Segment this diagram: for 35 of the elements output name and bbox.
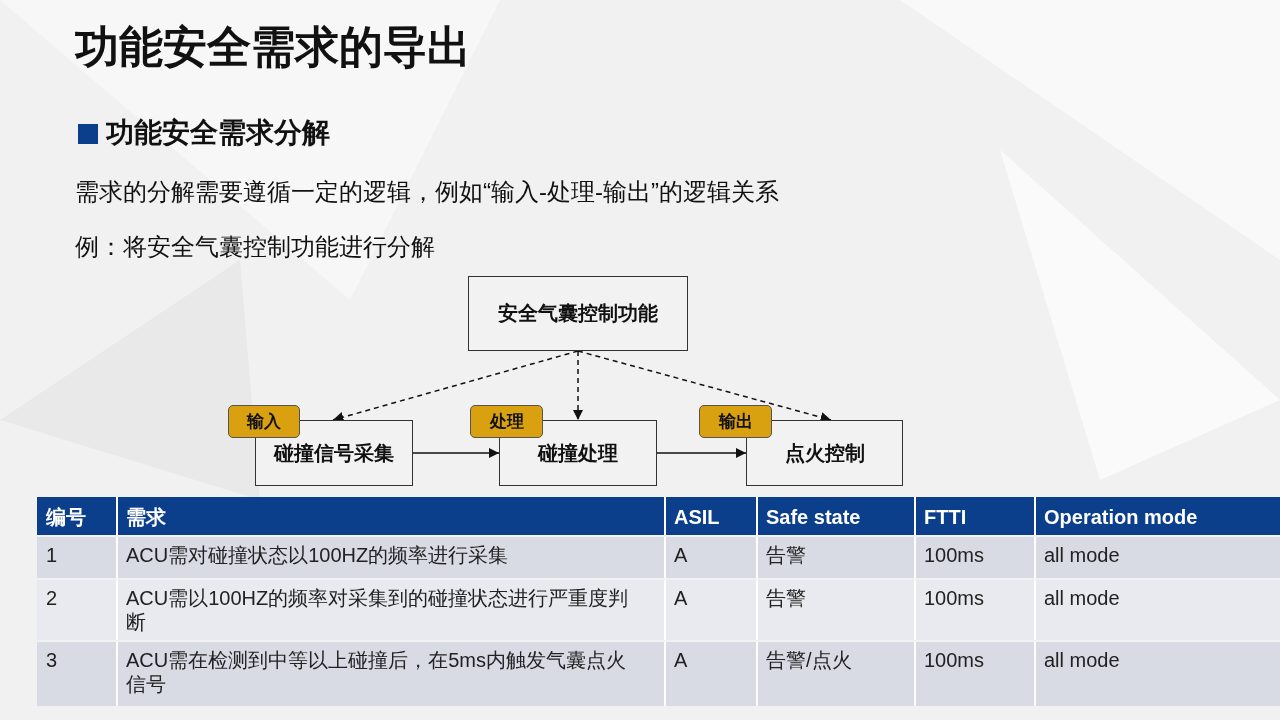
stage-tag: 输出: [699, 405, 772, 438]
table-cell-text: all mode: [1043, 543, 1121, 568]
table-cell-text: 100ms: [923, 543, 986, 568]
table-cell-text: 3: [45, 648, 59, 673]
table-cell-text: 2: [45, 586, 59, 611]
arrow: [572, 350, 584, 421]
column-header: ASIL: [673, 505, 721, 530]
stage-tag: 输入: [228, 405, 300, 438]
table-cell-text: all mode: [1043, 648, 1121, 673]
table-cell-text: 1: [45, 543, 59, 568]
table-cell-text: 告警/点火: [765, 648, 853, 673]
table-cell-text: ACU需对碰撞状态以100HZ的频率进行采集: [125, 543, 510, 568]
table-cell-text: A: [673, 543, 689, 568]
arrow: [656, 447, 747, 459]
column-header: 编号: [45, 505, 87, 530]
table-cell-text: 100ms: [923, 648, 986, 673]
table-cell-text: 告警: [765, 543, 807, 568]
column-header: Operation mode: [1043, 505, 1199, 530]
subheading: 功能安全需求分解: [106, 116, 330, 150]
column-header: 需求: [125, 505, 167, 530]
stage-tag: 处理: [470, 405, 543, 438]
arrow: [412, 447, 500, 459]
body-text: 例：将安全气囊控制功能进行分解: [75, 232, 435, 262]
body-text: 需求的分解需要遵循一定的逻辑，例如“输入-处理-输出”的逻辑关系: [75, 177, 779, 207]
table-cell-text: A: [673, 648, 689, 673]
table-cell-text: ACU需以100HZ的频率对采集到的碰撞状态进行严重度判断: [125, 586, 630, 635]
function-box: 安全气囊控制功能: [468, 276, 688, 351]
slide-title: 功能安全需求的导出: [75, 21, 471, 73]
table-cell-text: 100ms: [923, 586, 986, 611]
table-cell-text: A: [673, 586, 689, 611]
column-header: FTTI: [923, 505, 968, 530]
column-header: Safe state: [765, 505, 862, 530]
table-cell-text: all mode: [1043, 586, 1121, 611]
table-cell-text: ACU需在检测到中等以上碰撞后，在5ms内触发气囊点火信号: [125, 648, 627, 697]
table-cell-text: 告警: [765, 586, 807, 611]
